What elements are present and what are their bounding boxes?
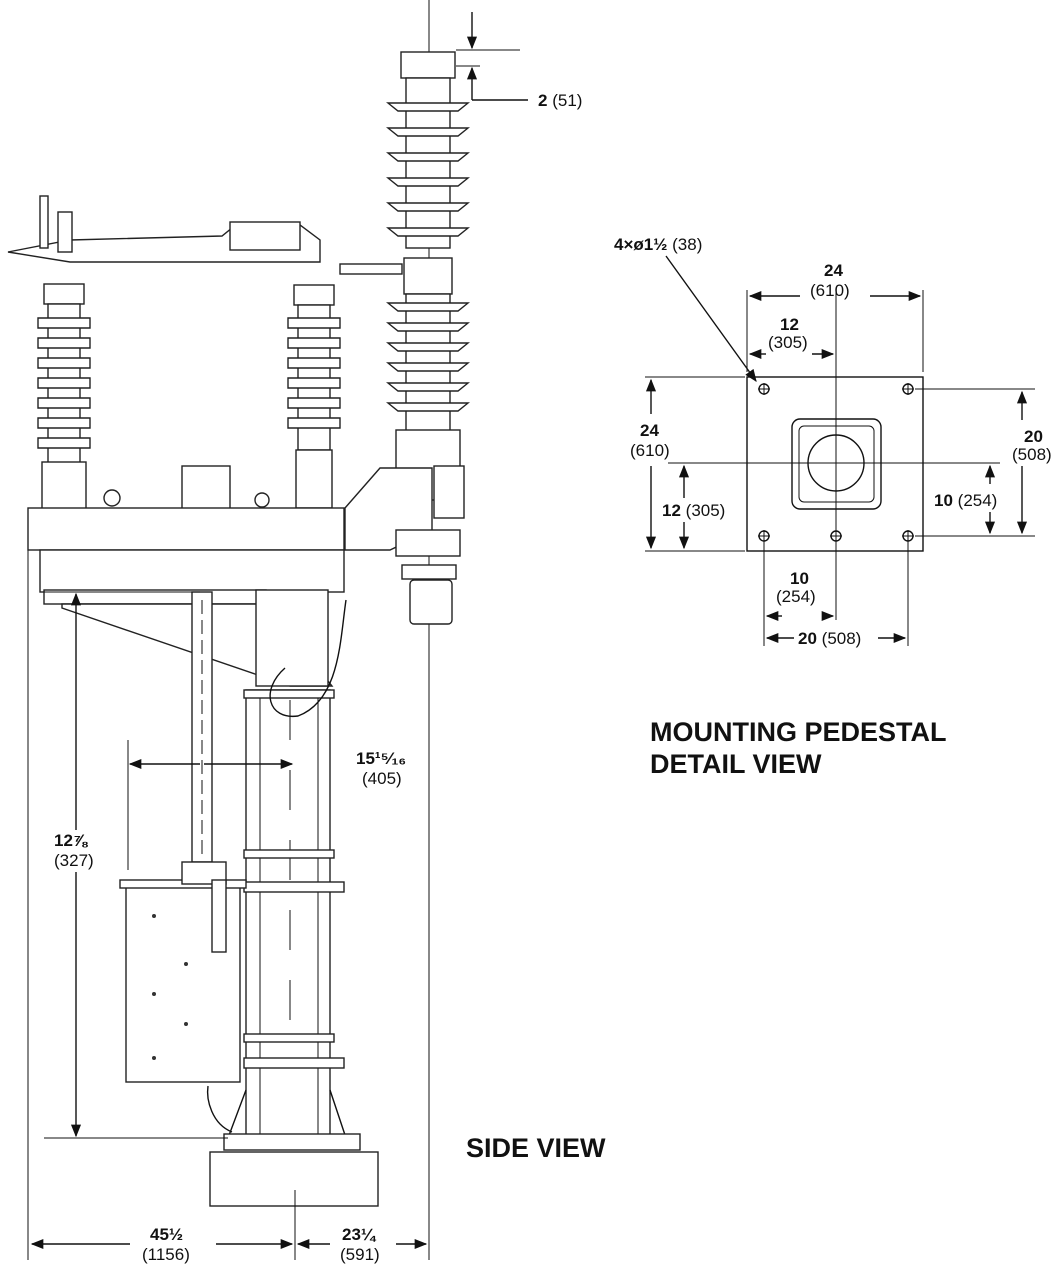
- detail-view-title: MOUNTING PEDESTAL DETAIL VIEW: [650, 716, 947, 780]
- svg-text:10 (254): 10 (254): [934, 491, 997, 510]
- side-view-title: SIDE VIEW: [466, 1133, 606, 1163]
- dim-pad-width-value: 24: [824, 261, 843, 280]
- dim-pad-height-value: 24: [640, 421, 659, 440]
- svg-text:20: 20: [1024, 427, 1043, 446]
- dim-bolt-height-value: 20: [1024, 427, 1043, 446]
- side-view-assembly: [7, 0, 470, 1260]
- svg-text:23¼: 23¼: [342, 1225, 377, 1244]
- dim-box-offset-value: 15¹⁵⁄₁₆: [356, 749, 406, 768]
- detail-view-title-line2: DETAIL VIEW: [650, 749, 822, 779]
- dim-bolt-width-metric: (508): [822, 629, 862, 648]
- dim-holes-metric: (38): [672, 235, 702, 254]
- dim-pad-half-height-metric: (305): [686, 501, 726, 520]
- svg-text:4×ø1½ (38): 4×ø1½ (38): [614, 235, 702, 254]
- dim-box-offset: 15¹⁵⁄₁₆ (405): [127, 740, 406, 870]
- svg-text:24: 24: [640, 421, 659, 440]
- dim-top-offset-metric: (51): [552, 91, 582, 110]
- svg-text:2 (51): 2 (51): [538, 91, 582, 110]
- dim-pad-width-metric: (610): [810, 281, 850, 300]
- pedestal-detail: 4×ø1½ (38) 24 (610) 12 (305) 24 (610) 12…: [614, 235, 1052, 648]
- dim-pad-height-metric: (610): [630, 441, 670, 460]
- svg-text:12⅞: 12⅞: [54, 831, 89, 850]
- svg-text:24: 24: [824, 261, 843, 280]
- dim-bolt-half-height-metric: (254): [958, 491, 998, 510]
- svg-text:20 (508): 20 (508): [798, 629, 861, 648]
- dim-pad-half-width-value: 12: [780, 315, 799, 334]
- svg-text:12: 12: [780, 315, 799, 334]
- dim-holes-value: 4×ø1½: [614, 235, 667, 254]
- dim-left-base-value: 45½: [150, 1225, 183, 1244]
- detail-view-title-line1: MOUNTING PEDESTAL: [650, 717, 947, 747]
- dim-bracket-height: 12⅞ (327): [44, 591, 228, 1139]
- svg-text:10: 10: [790, 569, 809, 588]
- dim-bracket-height-metric: (327): [54, 851, 94, 870]
- dim-right-base-value: 23¼: [342, 1225, 377, 1244]
- svg-text:45½: 45½: [150, 1225, 183, 1244]
- dim-bolt-width-value: 20: [798, 629, 817, 648]
- dim-bolt-half-height-value: 10: [934, 491, 953, 510]
- dim-right-base-metric: (591): [340, 1245, 380, 1264]
- svg-text:12 (305): 12 (305): [662, 501, 725, 520]
- dim-bolt-half-width-metric: (254): [776, 587, 816, 606]
- dim-top-offset-value: 2: [538, 91, 547, 110]
- dim-box-offset-metric: (405): [362, 769, 402, 788]
- dim-bracket-height-value: 12⅞: [54, 831, 89, 850]
- dim-bolt-height-metric: (508): [1012, 445, 1052, 464]
- bolt-holes: [758, 383, 914, 542]
- dim-top-offset: 2 (51): [456, 12, 582, 110]
- dim-base-widths: 45½ (1156) 23¼ (591): [30, 1225, 428, 1264]
- svg-text:15¹⁵⁄₁₆: 15¹⁵⁄₁₆: [356, 749, 406, 768]
- dim-pad-half-height-value: 12: [662, 501, 681, 520]
- dim-bolt-half-width-value: 10: [790, 569, 809, 588]
- dim-pad-half-width-metric: (305): [768, 333, 808, 352]
- dim-left-base-metric: (1156): [142, 1245, 190, 1264]
